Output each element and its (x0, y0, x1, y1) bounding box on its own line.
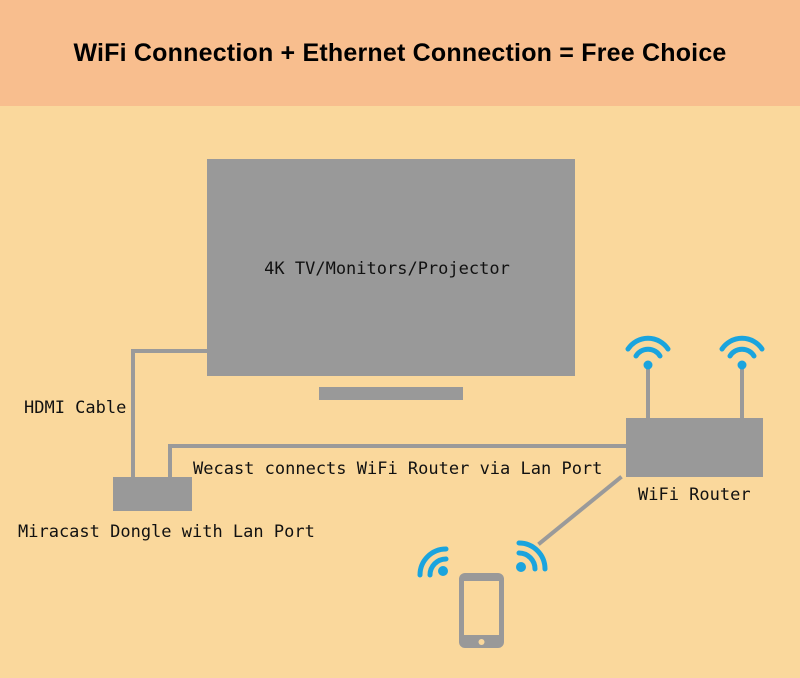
wifi-icon (625, 335, 671, 370)
phone-wifi-link-line (537, 475, 623, 546)
smartphone-icon (459, 573, 504, 648)
router-label: WiFi Router (638, 485, 751, 505)
tv-stand (319, 387, 463, 400)
page-title: WiFi Connection + Ethernet Connection = … (73, 38, 727, 67)
hdmi-cable-label: HDMI Cable (24, 398, 126, 418)
wifi-icon (719, 335, 765, 370)
tv-screen (207, 159, 575, 376)
wifi-icon (516, 540, 548, 572)
display-label: 4K TV/Monitors/Projector (264, 259, 510, 279)
dongle-label: Miracast Dongle with Lan Port (18, 522, 315, 542)
wifi-icon (417, 546, 449, 578)
wifi-router (626, 418, 763, 477)
header-banner: WiFi Connection + Ethernet Connection = … (0, 0, 800, 106)
miracast-dongle (113, 477, 192, 511)
hdmi-cable-line (131, 349, 209, 479)
lan-cable-line (168, 444, 628, 479)
lan-link-label: Wecast connects WiFi Router via Lan Port (193, 459, 602, 479)
